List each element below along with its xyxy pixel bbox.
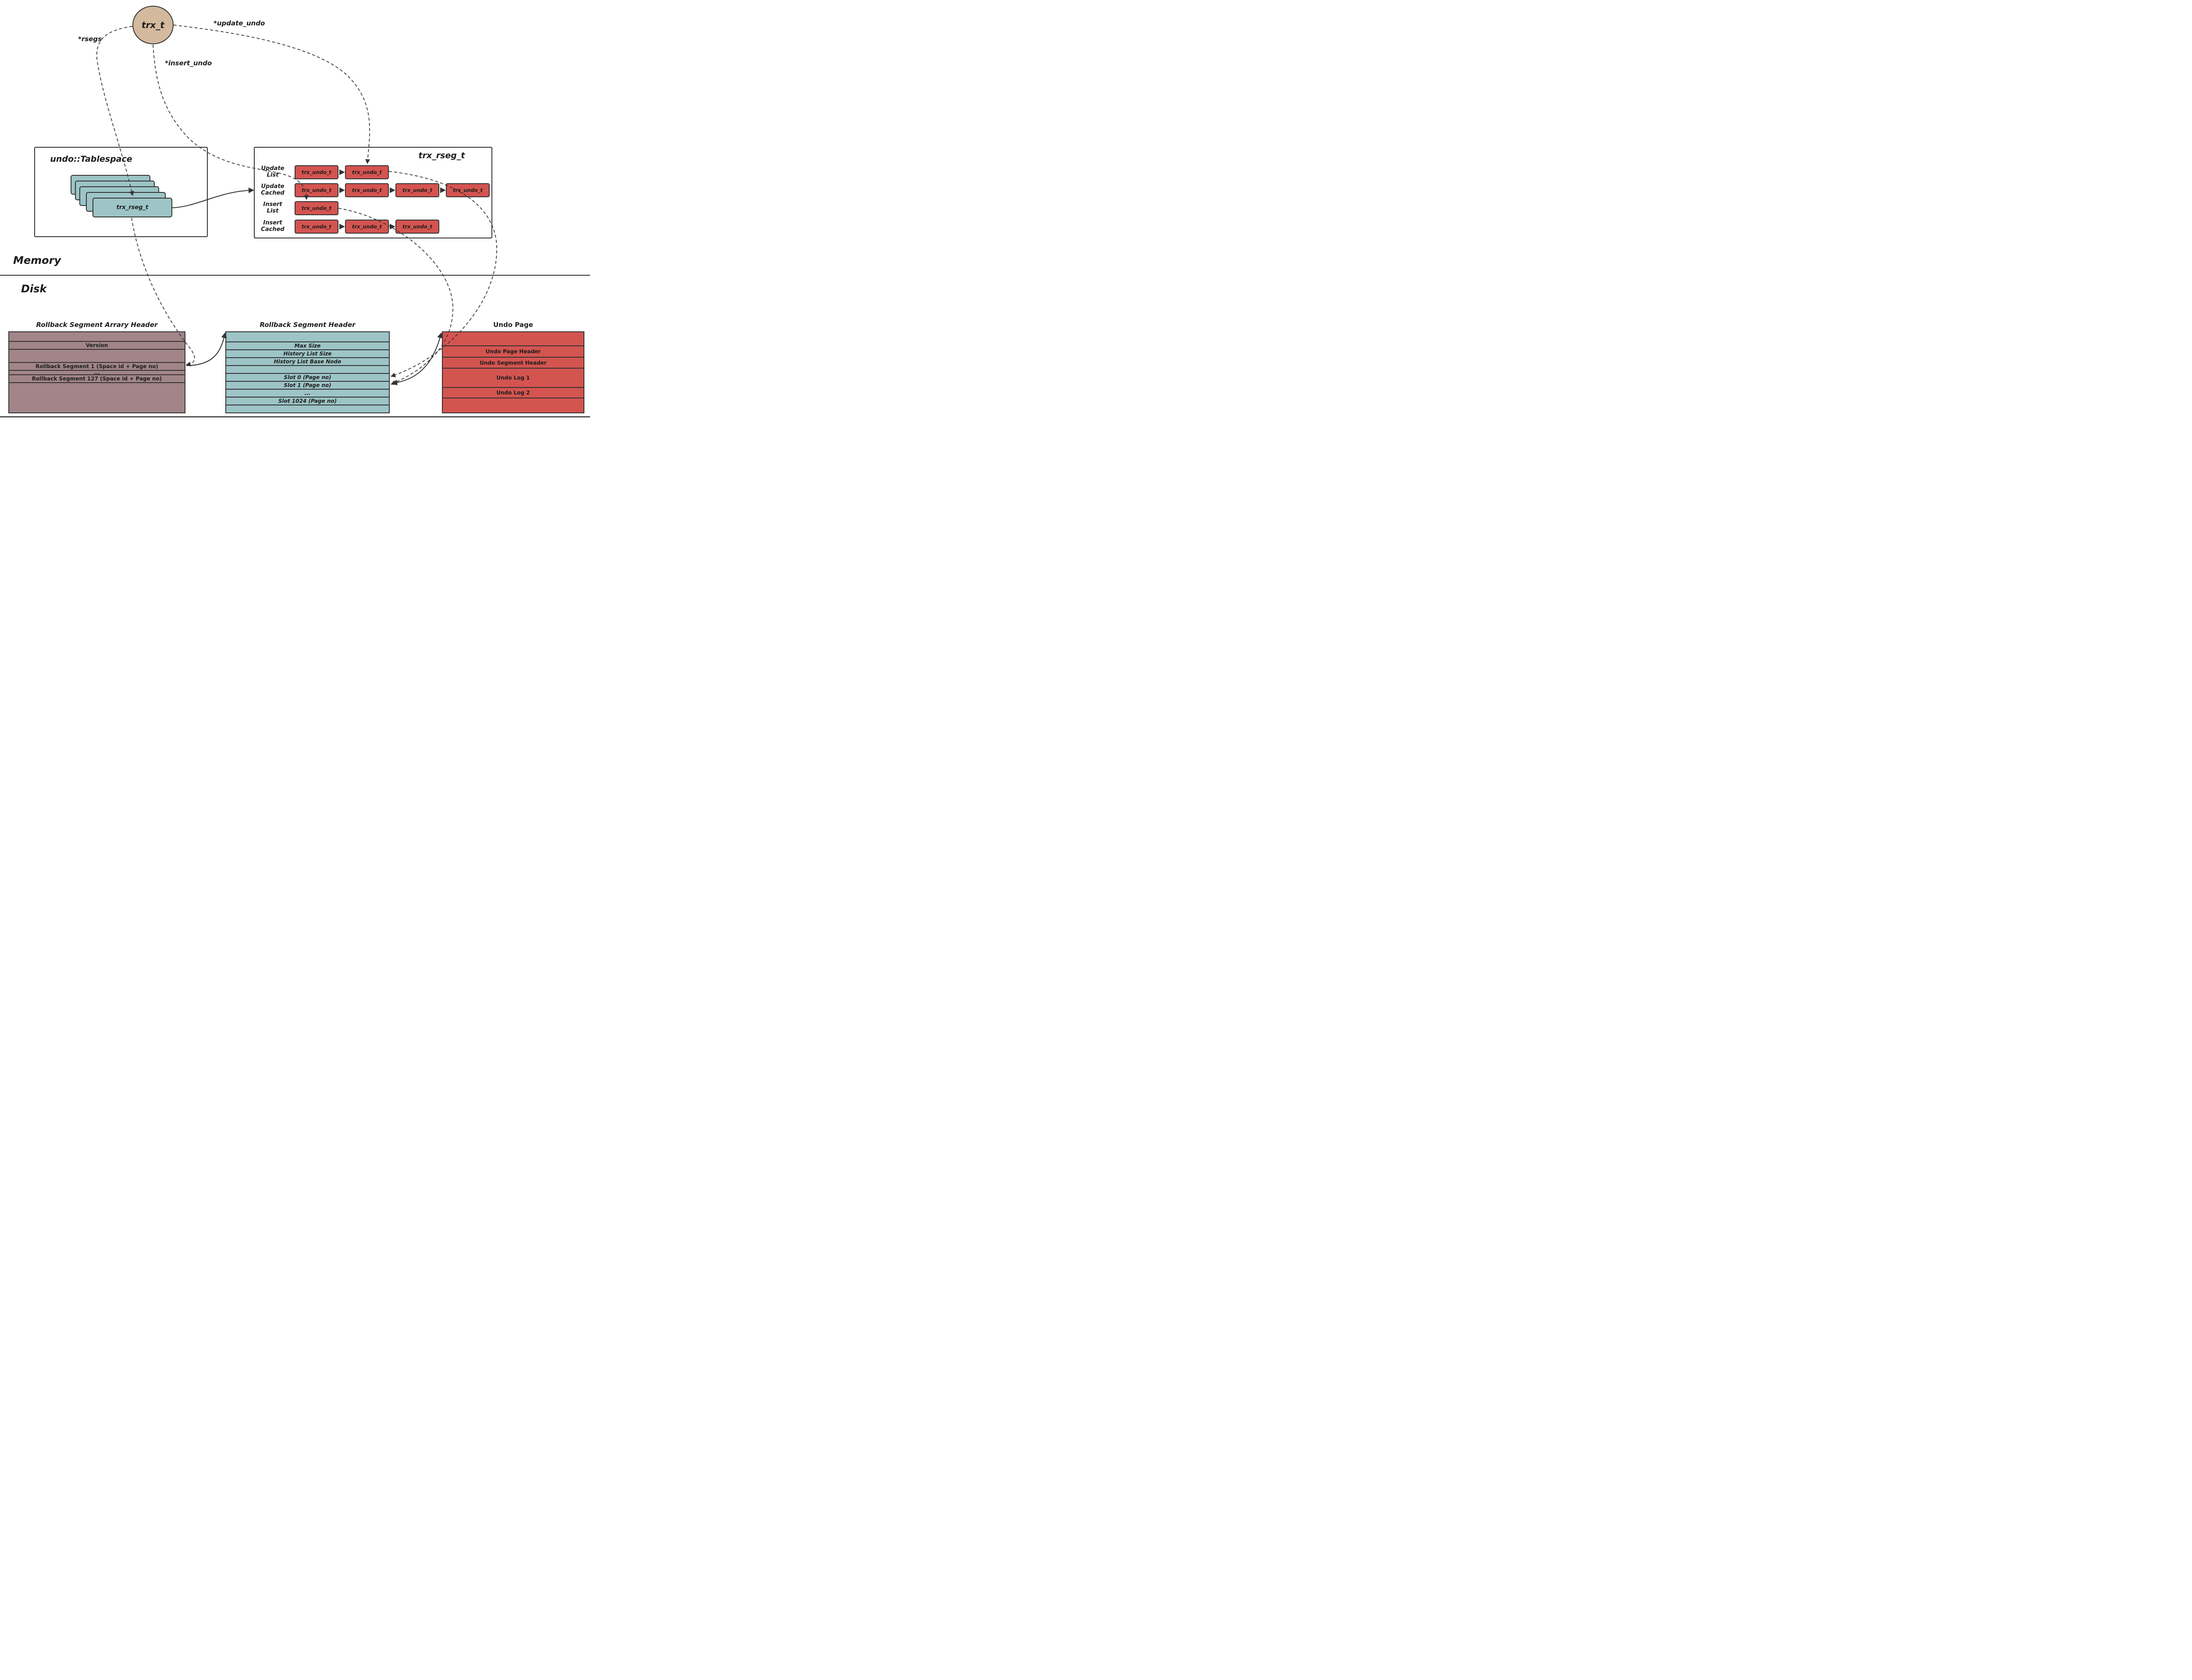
struct-row: [9, 382, 185, 412]
trx-undo-node: trx_undo_t: [295, 220, 338, 234]
rollback-segment-header-box: Max Size History List Size History List …: [225, 331, 390, 413]
struct-row: Rollback Segment 127 (Space id + Page no…: [9, 374, 185, 382]
trx-undo-node: trx_undo_t: [295, 201, 338, 215]
struct-row: History List Size: [226, 349, 389, 357]
trx-undo-node: trx_undo_t: [395, 220, 439, 234]
struct-row: Slot 1024 (Page no): [226, 397, 389, 405]
trx-undo-node: trx_undo_t: [395, 183, 439, 197]
pointer-label-insert-undo: *insert_undo: [165, 59, 212, 67]
trx-t-node: trx_t: [132, 6, 174, 44]
row-label-insert-cached: Insert Cached: [261, 220, 285, 233]
undo-page-box: Undo Page Header Undo Segment Header Und…: [442, 331, 584, 413]
trx-undo-node: trx_undo_t: [345, 183, 389, 197]
trx-undo-node: trx_undo_t: [446, 183, 490, 197]
arrow-array-header-to-segment-header: [186, 332, 227, 366]
struct-row: Rollback Segment 1 (Space id + Page no): [9, 362, 185, 370]
rollback-array-header-title: Rollback Segment Arrary Header: [36, 321, 158, 329]
struct-row: ...: [226, 389, 389, 397]
struct-row: Undo Log 2: [443, 387, 584, 398]
undo-tablespace-title: undo::Tablespace: [50, 154, 132, 164]
rseg-stack-front-box: trx_rseg_t: [93, 198, 172, 217]
struct-row: Max Size: [226, 341, 389, 349]
struct-row: History List Base Node: [226, 357, 389, 365]
struct-row: [226, 405, 389, 412]
struct-row: [9, 349, 185, 362]
pointer-label-update-undo: *update_undo: [214, 19, 265, 27]
struct-row: [443, 398, 584, 412]
row-label-update-cached: Update Cached: [261, 183, 285, 196]
rollback-array-header-box: Version Rollback Segment 1 (Space id + P…: [8, 331, 185, 413]
arrow-slot1-to-undo-page: [391, 332, 443, 386]
rseg-stack-front-label: trx_rseg_t: [116, 204, 149, 211]
struct-row: ...: [9, 370, 185, 374]
diagram-canvas: trx_t *rsegs *update_undo *insert_undo u…: [0, 0, 590, 420]
row-label-update-list: Update List: [261, 165, 285, 178]
trx-undo-node: trx_undo_t: [345, 165, 389, 179]
struct-row: [443, 332, 584, 345]
struct-row: Version: [9, 341, 185, 349]
rollback-segment-header-title: Rollback Segment Header: [260, 321, 356, 329]
memory-section-label: Memory: [13, 254, 61, 266]
trx-rseg-struct-title: trx_rseg_t: [418, 151, 465, 160]
struct-row: Slot 1 (Page no): [226, 381, 389, 389]
trx-undo-node: trx_undo_t: [295, 183, 338, 197]
struct-row: [226, 365, 389, 373]
struct-row: [9, 332, 185, 341]
struct-row: Undo Page Header: [443, 345, 584, 357]
struct-row: Slot 0 (Page no): [226, 373, 389, 381]
struct-row: Undo Segment Header: [443, 357, 584, 368]
trx-t-label: trx_t: [142, 20, 164, 30]
disk-section-label: Disk: [21, 283, 47, 295]
struct-row: Undo Log 1: [443, 368, 584, 387]
struct-row: [226, 332, 389, 341]
trx-undo-node: trx_undo_t: [345, 220, 389, 234]
trx-undo-node: trx_undo_t: [295, 165, 338, 179]
arrow-update-undo-to-update-list: [173, 25, 370, 164]
row-label-insert-list: Insert List: [263, 201, 282, 214]
pointer-label-rsegs: *rsegs: [78, 35, 102, 43]
undo-page-title: Undo Page: [493, 321, 533, 329]
